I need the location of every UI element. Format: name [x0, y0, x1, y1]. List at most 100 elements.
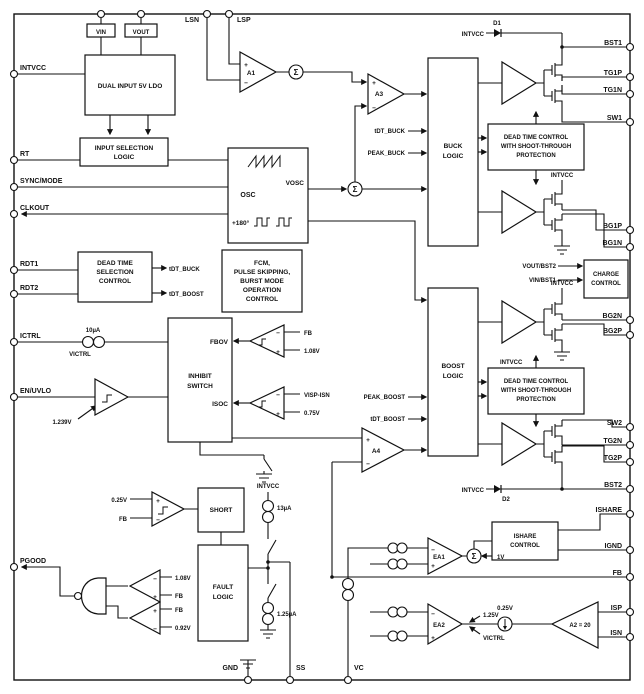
ground-icon [256, 473, 272, 483]
pin-label-tg2n: TG2N [603, 438, 622, 445]
en-uvlo-comparator [94, 377, 130, 417]
plus-sign: + [276, 411, 280, 418]
charge-label-2: CONTROL [591, 281, 621, 287]
vout-bst2-label: VOUT/BST2 [522, 264, 556, 270]
current-source-icon [261, 510, 275, 524]
pin-label-lsn: LSN [185, 17, 199, 24]
pin-clkout [9, 209, 19, 219]
minus-sign: − [153, 576, 157, 583]
pin-label-gnd: GND [222, 665, 238, 672]
pin-intvcc [9, 69, 19, 79]
pin-pgood [9, 562, 19, 572]
ref-108v-fbov: 1.08V [304, 349, 320, 355]
pin-label-isp: ISP [611, 605, 623, 612]
gate-driver-tg1 [501, 60, 538, 106]
dtsc-label-2: SELECTION [96, 269, 134, 276]
gate-driver-bg1 [501, 189, 538, 235]
pgood-nand-gate [81, 577, 107, 615]
osc-label: OSC [240, 192, 255, 199]
ref-1239v: 1.239V [52, 420, 71, 426]
ref-fb-short: FB [119, 517, 128, 523]
gate-driver-bg2 [501, 299, 538, 345]
pin-rdt1 [9, 265, 19, 275]
dtc2-label-3: PROTECTION [516, 397, 555, 403]
intvcc-bg2-label: INTVCC [551, 281, 574, 287]
pin-vc [343, 675, 353, 685]
plus-sign: + [431, 635, 435, 642]
charge-label-1: CHARGE [593, 272, 619, 278]
amp-ea2 [427, 602, 464, 646]
dtc1-label-3: PROTECTION [516, 153, 555, 159]
vout-pin-box [124, 23, 158, 38]
pin-lsn [202, 9, 212, 19]
isl-label-1: INPUT SELECTION [95, 145, 154, 152]
a2-label: A2 = 20 [569, 623, 591, 629]
dead-time-selection-block [77, 251, 153, 303]
arrow-wires [20, 71, 584, 635]
fcm-label-4: OPERATION [243, 287, 281, 294]
vin-bst1-label: VIN/BST1 [529, 278, 557, 284]
pin-label-intvcc: INTVCC [20, 65, 46, 72]
pin-label-ishare: ISHARE [596, 507, 623, 514]
tdt-buck-label: tDT_BUCK [374, 129, 405, 135]
vin-pin-box [86, 23, 116, 38]
minus-sign: − [431, 611, 435, 618]
a1-label: A1 [247, 70, 256, 77]
pin-label-sw1: SW1 [607, 115, 622, 122]
pin-label-lsp: LSP [237, 17, 251, 24]
pin-en-uvlo [9, 392, 19, 402]
pin-tg2n [625, 440, 635, 450]
vosc-label: VOSC [286, 180, 305, 187]
ref-025v-offset: 0.25V [497, 606, 513, 612]
fbov-comparator [248, 324, 285, 358]
dead-time-control-top-block [487, 123, 585, 171]
ref-10ua: 10µA [86, 328, 101, 334]
intvcc-bg1-label: INTVCC [551, 173, 574, 179]
sigma-icon: Σ [353, 185, 358, 194]
pin-bst2 [625, 484, 635, 494]
fcm-label-3: BURST MODE [240, 278, 284, 285]
ref-125ua: 1.25µA [277, 612, 297, 618]
blocks [77, 23, 629, 642]
peak-boost-label: PEAK_BOOST [364, 395, 406, 401]
pin-label-pgood: PGOOD [20, 558, 46, 565]
dtc2-label-1: DEAD TIME CONTROL [504, 379, 569, 385]
plus-sign: + [372, 80, 376, 87]
isharec-label-2: CONTROL [510, 543, 540, 549]
ground-icon [554, 351, 570, 361]
diode-d2-icon [494, 485, 501, 493]
summer-icon [288, 64, 304, 80]
fault-label-2: LOGIC [213, 594, 234, 601]
sawtooth-icon [247, 154, 281, 169]
amplifiers [73, 50, 599, 649]
dead-time-control-bottom-block [487, 367, 585, 415]
pin-sw1 [625, 117, 635, 127]
labels: VIN VOUT LSN LSP INTVCC RT SYNC/MODE CLK… [20, 17, 622, 672]
pgood-ov-comparator [128, 569, 161, 603]
a4-label: A4 [372, 448, 381, 455]
package-pins [9, 9, 635, 685]
pin-label-tg2p: TG2P [604, 455, 623, 462]
osc-block [227, 147, 309, 244]
ref-13ua: 13µA [277, 506, 292, 512]
squarewave-icon [276, 217, 292, 227]
pin-isn [625, 632, 635, 642]
sigma-icon: Σ [294, 68, 299, 77]
pin-tg1p [625, 72, 635, 82]
pin-label-bg2p: BG2P [603, 328, 622, 335]
ref-108v-pgood: 1.08V [175, 576, 191, 582]
ref-092v: 0.92V [175, 626, 191, 632]
pin-label-bg1n: BG1N [603, 240, 622, 247]
nand-bubble [73, 591, 83, 601]
boost-label-2: LOGIC [443, 373, 464, 380]
fault-label-1: FAULT [213, 584, 233, 591]
pin-label-ictrl: ICTRL [20, 333, 41, 340]
plus-sign: + [431, 563, 435, 570]
minus-sign: − [366, 461, 370, 468]
minus-sign: − [156, 517, 160, 524]
ground-icon [260, 629, 276, 639]
fcm-label-1: FCM, [254, 260, 270, 267]
intvcc-d2-label: INTVCC [462, 488, 485, 494]
